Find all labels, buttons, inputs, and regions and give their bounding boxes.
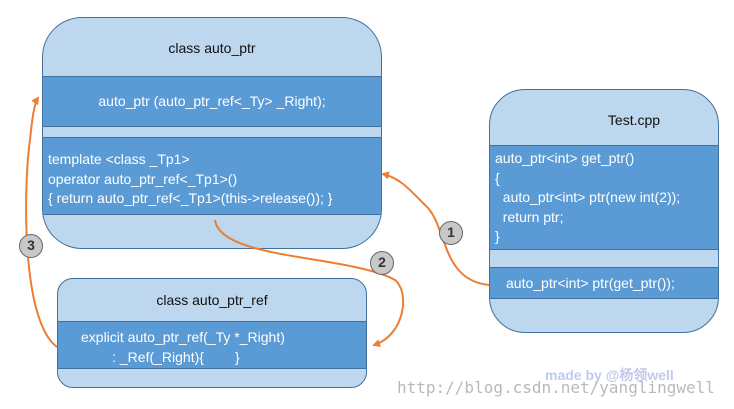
test-cpp-box: Test.cpp auto_ptr<int> get_ptr() { auto_p… [489, 89, 719, 333]
auto-ptr-constructor-text: auto_ptr (auto_ptr_ref<_Ty> _Right); [98, 93, 326, 109]
code-line: operator auto_ptr_ref<_Tp1>() [48, 170, 238, 187]
code-line: auto_ptr<int> ptr(new int(2)); [495, 189, 681, 205]
code-line: { [495, 169, 500, 186]
auto-ptr-class-title: class auto_ptr [168, 40, 256, 56]
code-line: explicit auto_ptr_ref(_Ty *_Right) [81, 329, 285, 345]
arrow-step-2 [214, 219, 405, 347]
auto-ptr-ref-constructor-band: explicit auto_ptr_ref(_Ty *_Right) : _Re… [58, 321, 366, 369]
code-line: template <class _Tp1> [48, 151, 190, 167]
watermark-author: made by @杨领well [545, 367, 674, 383]
auto-ptr-class-box: class auto_ptr auto_ptr (auto_ptr_ref<_T… [42, 17, 382, 249]
step-badge-3: 3 [19, 234, 43, 258]
test-cpp-function-band: auto_ptr<int> get_ptr() { auto_ptr<int> p… [490, 145, 718, 250]
test-cpp-call-band: auto_ptr<int> ptr(get_ptr()); [490, 267, 718, 299]
code-line: return ptr; [495, 208, 564, 225]
auto-ptr-ref-class-box: class auto_ptr_ref explicit auto_ptr_ref… [57, 278, 367, 388]
arrow-step-3 [25, 96, 58, 348]
step-badge-2: 2 [370, 251, 394, 275]
code-line: auto_ptr<int> get_ptr() [495, 150, 635, 166]
auto-ptr-constructor-band: auto_ptr (auto_ptr_ref<_Ty> _Right); [43, 76, 381, 127]
test-cpp-call-text: auto_ptr<int> ptr(get_ptr()); [506, 275, 675, 291]
code-line: : _Ref(_Right){ } [81, 349, 240, 365]
arrow-step-1 [381, 171, 490, 286]
watermark-url: http://blog.csdn.net/yanglingwell [397, 378, 715, 397]
auto-ptr-conversion-band: template <class _Tp1> operator auto_ptr_r… [43, 137, 381, 215]
auto-ptr-ref-class-title: class auto_ptr_ref [156, 292, 268, 308]
code-line: { return auto_ptr_ref<_Tp1>(this->releas… [48, 190, 333, 206]
step-badge-1: 1 [439, 221, 463, 245]
code-line: } [495, 228, 500, 244]
test-cpp-title: Test.cpp [607, 112, 661, 128]
